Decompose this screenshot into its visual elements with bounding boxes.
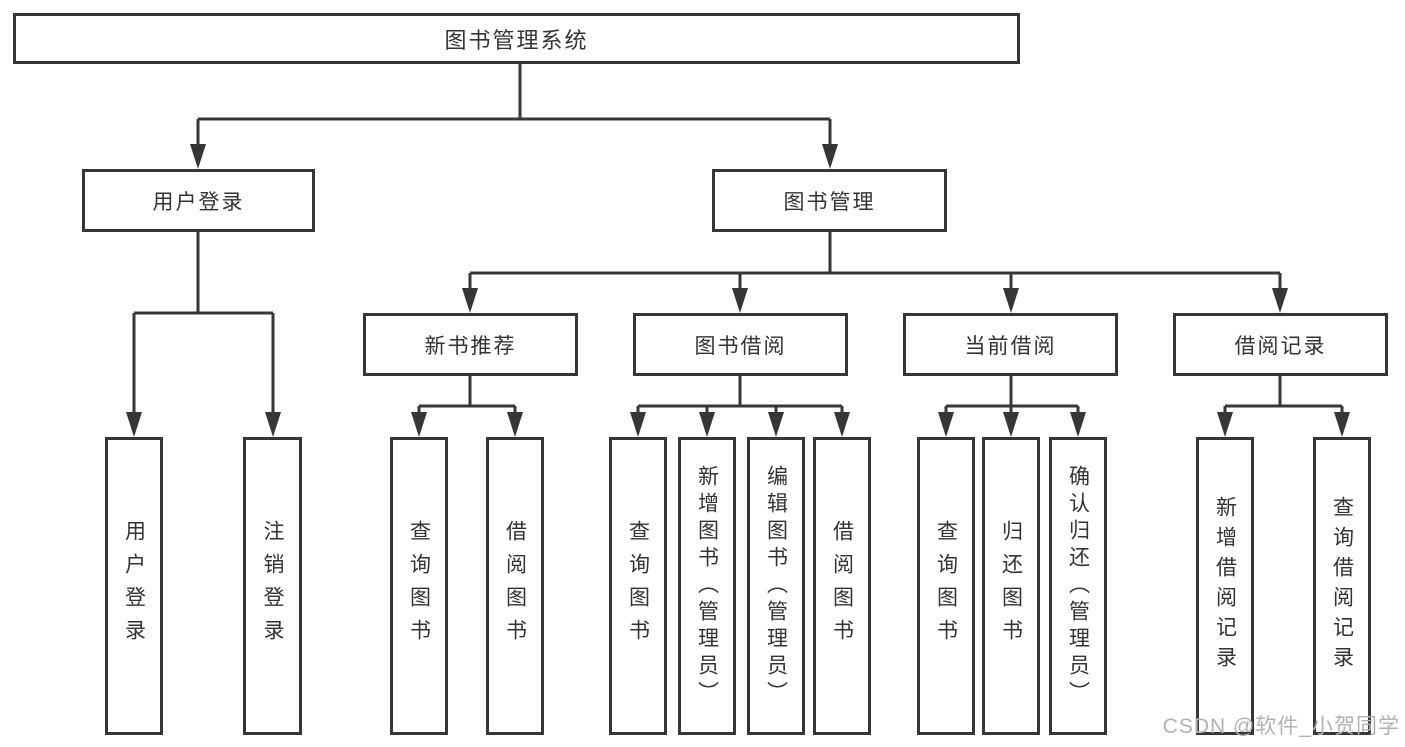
node-book-management-label: 图书管理 bbox=[783, 190, 876, 214]
leaf-records-add-record: 新增借阅记录 bbox=[1196, 437, 1254, 735]
leaf-recommend-query-books: 查询图书 bbox=[390, 437, 448, 735]
arrowhead-icons bbox=[126, 144, 1350, 437]
leaf-current-query-books: 查询图书 bbox=[917, 437, 975, 735]
leaf-recommend-borrow-books-label: 借阅图书 bbox=[503, 520, 527, 652]
leaf-borrowing-query-books: 查询图书 bbox=[609, 437, 667, 735]
leaf-borrowing-query-books-label: 查询图书 bbox=[626, 520, 650, 652]
leaf-logout-label: 注销登录 bbox=[261, 520, 284, 652]
leaf-recommend-query-books-label: 查询图书 bbox=[407, 520, 431, 652]
leaf-logout: 注销登录 bbox=[243, 437, 302, 735]
watermark: CSDN @软件_小贺同学 bbox=[1162, 715, 1400, 738]
connector-edges bbox=[132, 64, 1344, 413]
node-borrowing-records: 借阅记录 bbox=[1173, 313, 1388, 376]
leaf-user-login-label: 用户登录 bbox=[122, 520, 146, 652]
leaf-user-login: 用户登录 bbox=[105, 437, 163, 735]
node-current-borrowing-label: 当前借阅 bbox=[964, 334, 1057, 358]
leaf-borrowing-edit-books-admin: 编辑图书（管理员） bbox=[747, 437, 805, 735]
node-book-borrowing: 图书借阅 bbox=[633, 313, 848, 376]
node-borrowing-records-label: 借阅记录 bbox=[1234, 334, 1327, 358]
leaf-records-query-record-label: 查询借阅记录 bbox=[1330, 496, 1354, 676]
leaf-records-query-record: 查询借阅记录 bbox=[1313, 437, 1371, 735]
node-book-borrowing-label: 图书借阅 bbox=[694, 334, 787, 358]
leaf-current-return-books-label: 归还图书 bbox=[999, 520, 1023, 652]
leaf-borrowing-borrow-books: 借阅图书 bbox=[813, 437, 871, 735]
leaf-borrowing-add-books-admin: 新增图书（管理员） bbox=[678, 437, 736, 735]
node-current-borrowing: 当前借阅 bbox=[903, 313, 1118, 376]
leaf-current-return-books: 归还图书 bbox=[982, 437, 1040, 735]
node-user-login-label: 用户登录 bbox=[152, 190, 245, 214]
leaf-borrowing-borrow-books-label: 借阅图书 bbox=[830, 520, 854, 652]
node-book-management: 图书管理 bbox=[712, 169, 947, 232]
leaf-borrowing-edit-books-admin-label: 编辑图书（管理员） bbox=[764, 464, 788, 708]
leaf-current-query-books-label: 查询图书 bbox=[934, 520, 958, 652]
node-library-system-label: 图书管理系统 bbox=[444, 27, 589, 53]
node-library-system: 图书管理系统 bbox=[13, 13, 1020, 64]
leaf-recommend-borrow-books: 借阅图书 bbox=[486, 437, 544, 735]
leaf-current-confirm-return-admin-label: 确认归还（管理员） bbox=[1066, 464, 1090, 708]
leaf-borrowing-add-books-admin-label: 新增图书（管理员） bbox=[695, 464, 719, 708]
node-new-book-recommend-label: 新书推荐 bbox=[424, 334, 517, 358]
leaf-records-add-record-label: 新增借阅记录 bbox=[1213, 496, 1237, 676]
node-user-login: 用户登录 bbox=[82, 169, 315, 232]
leaf-current-confirm-return-admin: 确认归还（管理员） bbox=[1049, 437, 1107, 735]
node-new-book-recommend: 新书推荐 bbox=[363, 313, 578, 376]
